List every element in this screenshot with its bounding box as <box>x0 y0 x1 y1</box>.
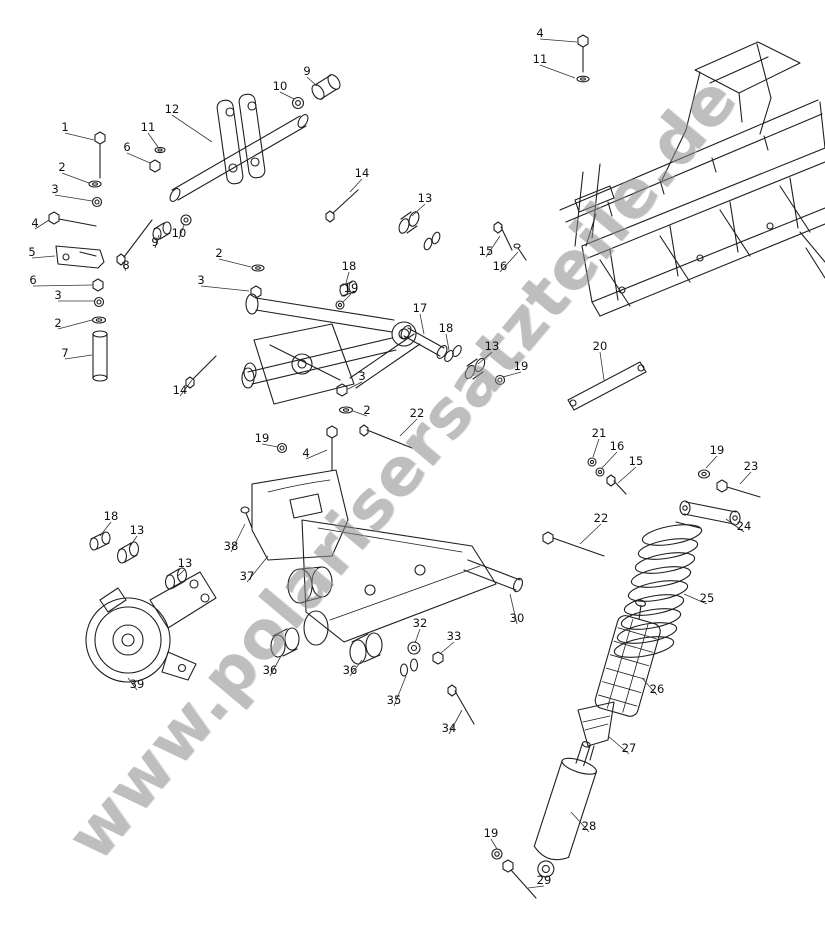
arm-bushings-and-bolts <box>185 189 527 389</box>
guard-bracket <box>240 469 349 561</box>
left-hardware-column <box>48 131 153 382</box>
bolt-22-upper <box>359 424 413 449</box>
coil-spring <box>613 521 703 658</box>
stabilizer-bar-and-link <box>567 361 761 526</box>
rear-knuckle <box>85 531 217 683</box>
upper-a-arm <box>241 264 417 389</box>
frame-illustration <box>559 41 825 317</box>
swingarm <box>270 519 605 725</box>
frame-bolt-hardware <box>576 34 590 83</box>
shock-cartridge <box>594 599 661 717</box>
pivot-shaft-assembly <box>149 74 341 241</box>
shock-body <box>533 741 597 878</box>
lower-a-arm <box>243 323 421 471</box>
shock-mount-hardware <box>491 848 537 899</box>
